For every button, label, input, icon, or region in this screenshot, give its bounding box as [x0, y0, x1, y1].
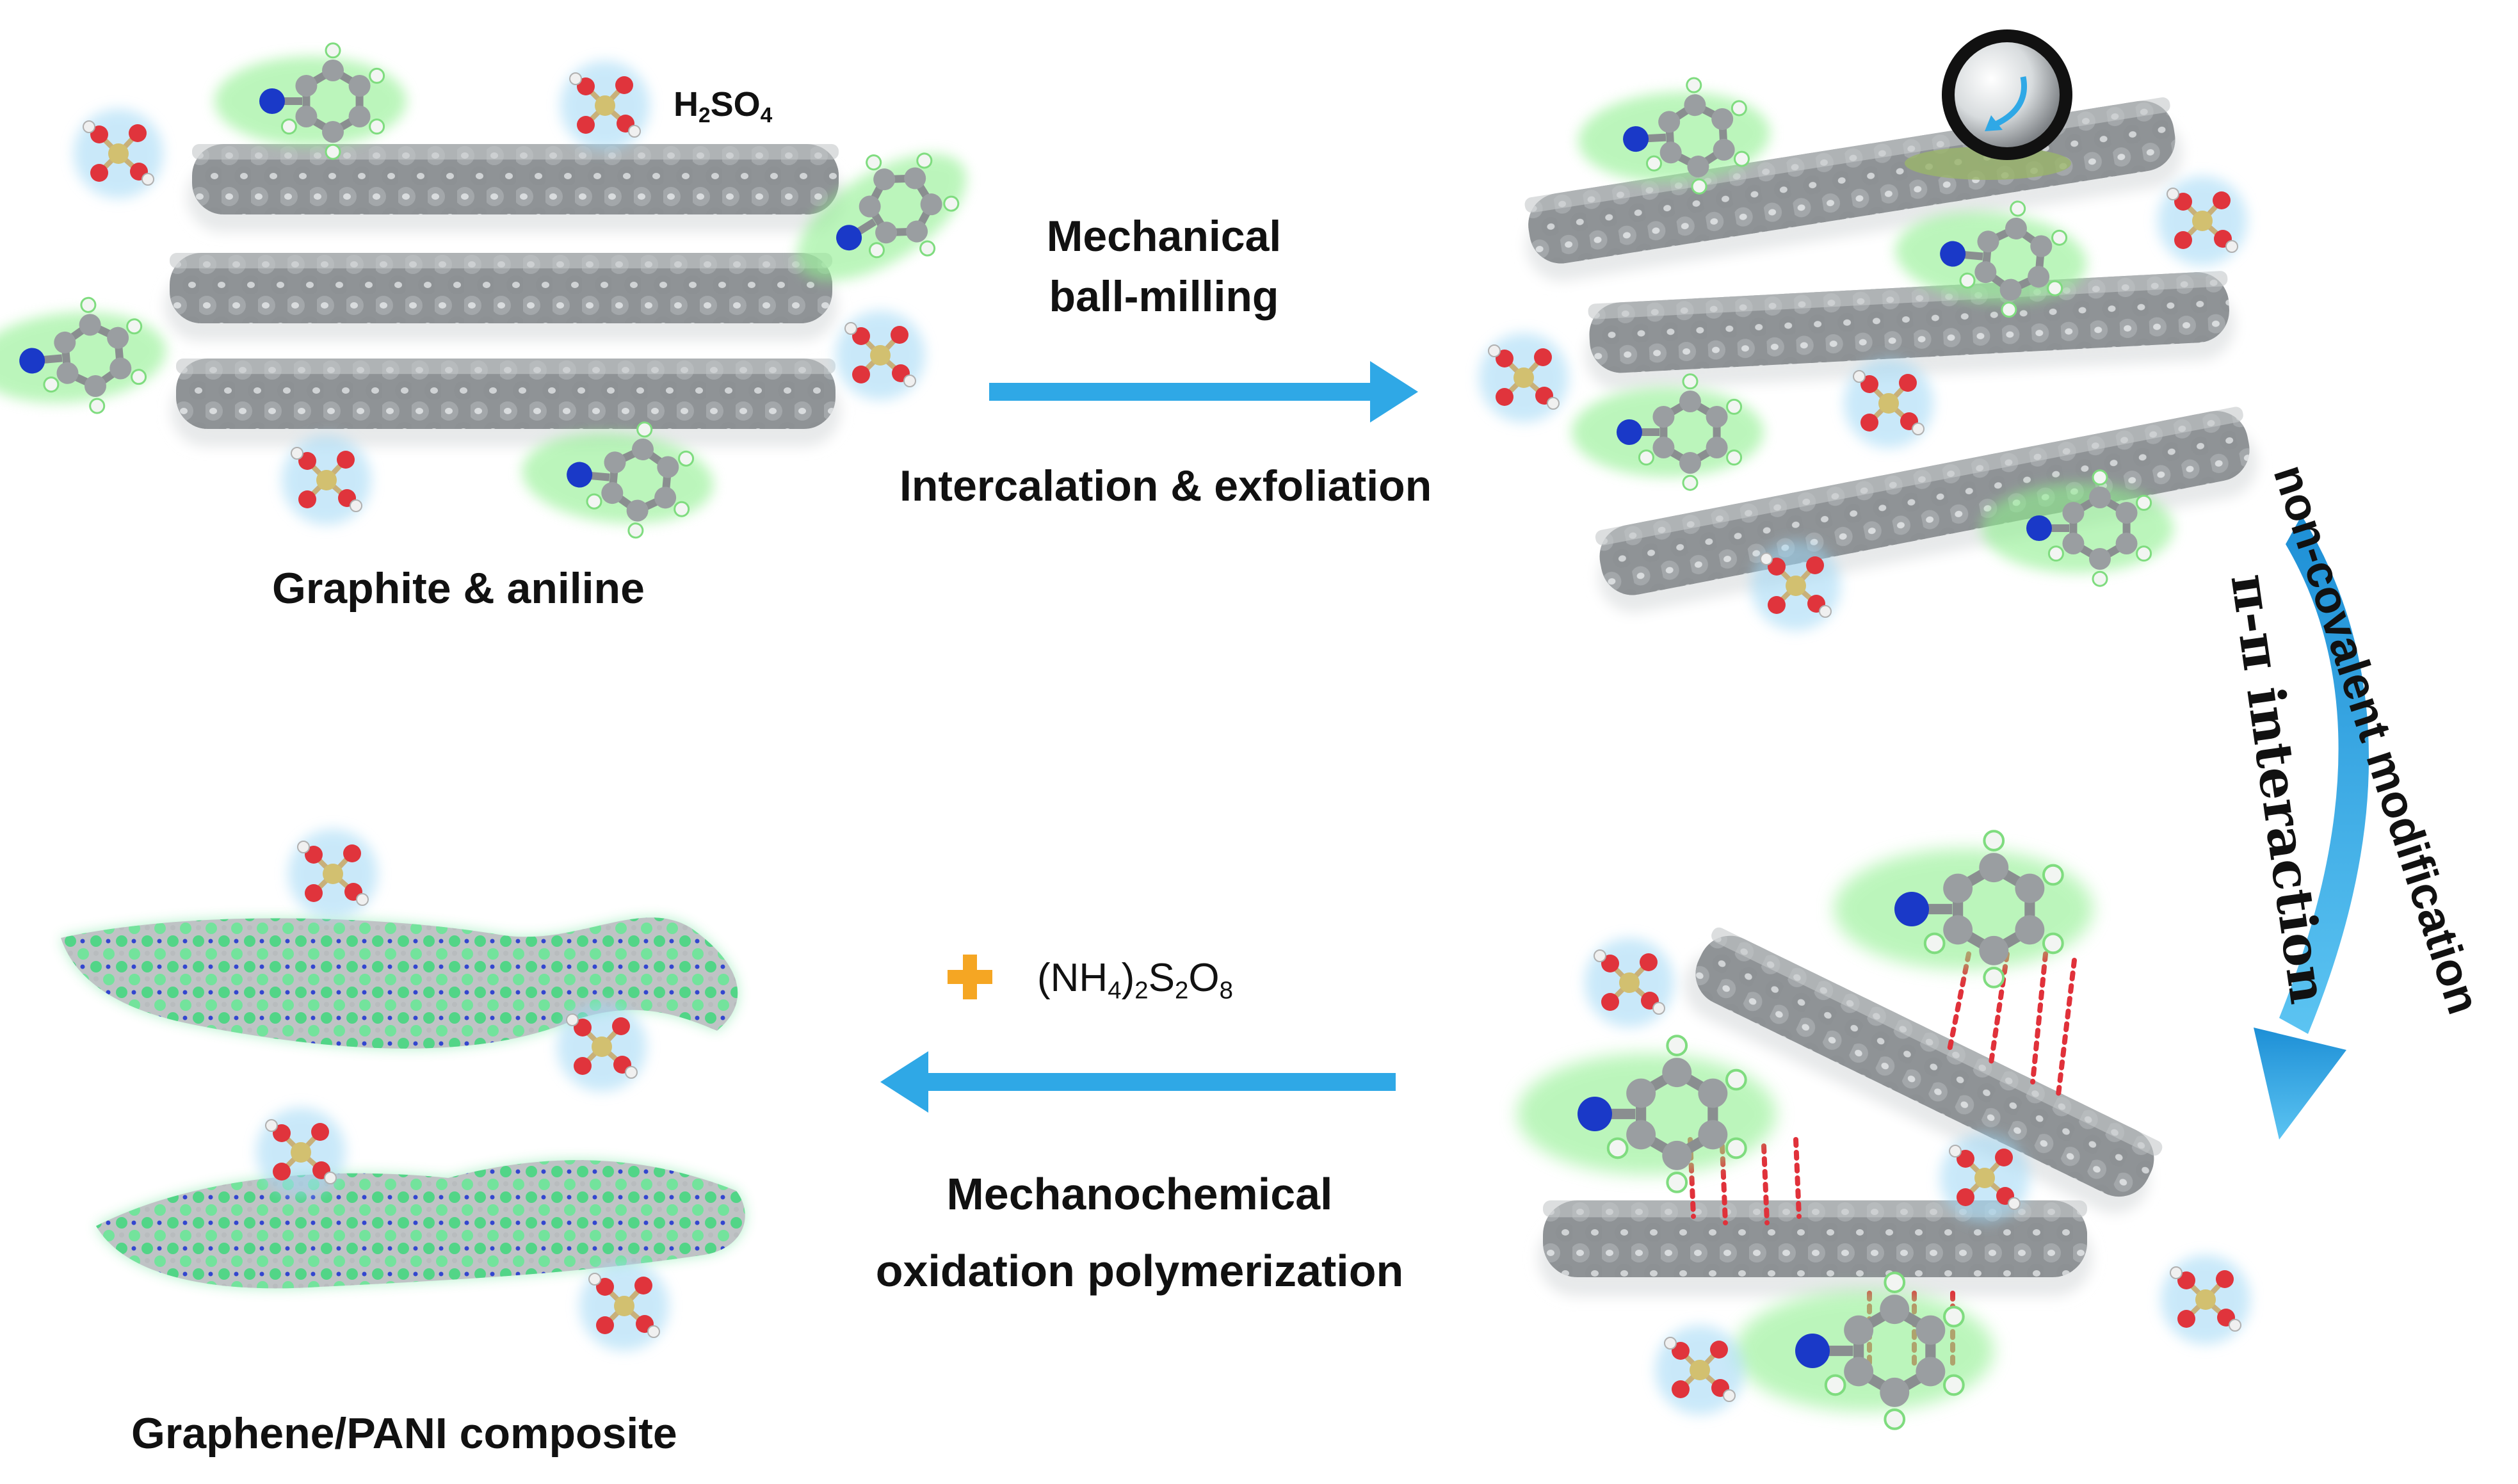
h2so4-sub-2: 2 [698, 104, 711, 128]
pi-stacking-dots [1761, 1143, 1770, 1225]
aniline-molecule [0, 296, 166, 414]
plus-icon [948, 955, 992, 999]
arrow-right [989, 361, 1418, 423]
curved-arrow [2254, 515, 2369, 1140]
aps-label: (NH4)2S2O8 [1037, 955, 1233, 1005]
sulfuric-acid-molecule [1751, 541, 1841, 631]
pi-stacking-dots [2030, 951, 2048, 1085]
intercalation-label: Intercalation & exfoliation [900, 462, 1432, 510]
sulfuric-acid-molecule [557, 1002, 647, 1092]
graphene-sheet [1684, 927, 2163, 1214]
aps-sub-4: 4 [1108, 976, 1122, 1004]
graphene-sheet [171, 359, 841, 447]
sulfuric-acid-molecule [2158, 176, 2247, 266]
aniline-molecule [522, 421, 714, 539]
pi-stacking-dots [1989, 951, 2010, 1065]
aniline-molecule [1895, 200, 2087, 318]
sulfuric-acid-molecule [1844, 359, 1933, 448]
sulfuric-acid-molecule [835, 311, 925, 400]
h2so4-label: H2SO4 [674, 85, 772, 128]
graphene-sheet [1538, 1200, 2092, 1296]
sulfuric-acid-molecule [579, 1261, 669, 1351]
ball-milling-label: ball-milling [1049, 272, 1279, 321]
aps-paren: ) [1121, 956, 1135, 1000]
aps-sub-8: 8 [1219, 976, 1233, 1004]
sulfuric-acid-molecule [1585, 938, 1674, 1028]
aniline-molecule [1572, 373, 1764, 491]
sulfuric-acid-molecule [1479, 333, 1569, 423]
h2so4-so: SO [710, 85, 761, 124]
aps-o: O [1188, 956, 1220, 1000]
sulfuric-acid-molecule [2161, 1255, 2250, 1344]
pi-stacking-dots [1793, 1137, 1802, 1219]
arrow-left [880, 1051, 1396, 1113]
mechanochemical-label: Mechanochemical [946, 1169, 1333, 1219]
aniline-molecule [214, 42, 407, 160]
sulfuric-acid-molecule [560, 61, 650, 150]
aniline-molecule [1578, 77, 1770, 195]
mechanical-label: Mechanical [1046, 212, 1282, 261]
sulfuric-acid-molecule [1940, 1133, 2030, 1223]
aniline-molecule [1734, 1271, 1994, 1430]
pani-sheet-lower [96, 1160, 745, 1289]
composite-label: Graphene/PANI composite [131, 1409, 677, 1458]
aniline-molecule [796, 152, 967, 281]
sulfuric-acid-molecule [1655, 1325, 1745, 1415]
pi-stacking-dots [2056, 958, 2077, 1097]
graphene-sheet [187, 144, 844, 232]
oxidation-polymerization-label: oxidation polymerization [875, 1246, 1404, 1296]
aniline-molecule [1981, 469, 2174, 587]
sulfuric-acid-molecule [256, 1108, 346, 1197]
sulfuric-acid-molecule [74, 109, 163, 198]
graphene-sheet [165, 253, 837, 341]
h2so4-sub-4: 4 [760, 104, 773, 128]
milling-ball [1905, 29, 2072, 180]
aniline-molecule [1834, 830, 2094, 988]
aps-s: S [1148, 956, 1175, 1000]
aniline-molecule [1517, 1035, 1777, 1193]
sulfuric-acid-molecule [282, 435, 371, 525]
graphite-aniline-label: Graphite & aniline [272, 564, 645, 613]
aps-nh: (NH [1037, 956, 1108, 1000]
h2so4-h: H [674, 85, 698, 124]
aps-sub-2a: 2 [1134, 976, 1149, 1004]
aps-sub-2b: 2 [1174, 976, 1189, 1004]
pi-stacking-dots [1947, 951, 1971, 1053]
sulfuric-acid-molecule [288, 829, 378, 919]
